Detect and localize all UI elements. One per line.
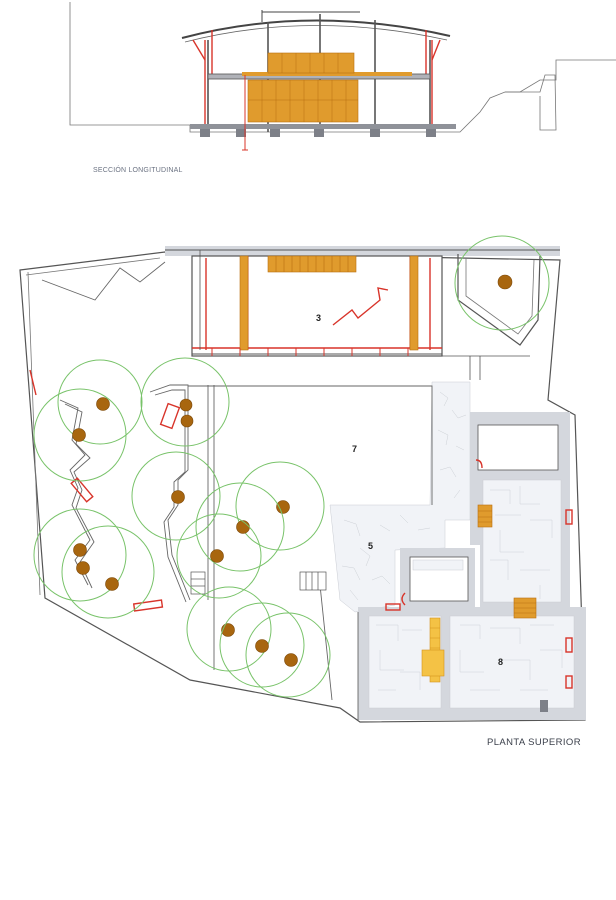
garden-steps [190,571,327,595]
tree [57,359,143,445]
section-base-slab [190,124,456,129]
tree [176,513,262,599]
room-label-7: 7 [352,444,357,454]
tree [454,235,550,331]
room-label-5: 5 [368,541,373,551]
tree [140,357,230,447]
section-title: SECCIÓN LONGITUDINAL [93,165,183,174]
tree [131,451,221,541]
section-roof [181,19,451,39]
tree [245,612,331,698]
garden-benches [29,369,181,612]
tree [61,525,155,619]
floor-plan: 3 7 5 8 PLANTA SUPERIOR [19,235,586,748]
section-red-frame [192,30,441,130]
trees [33,235,550,698]
section-wood-volume-upper [267,52,355,74]
longitudinal-section: SECCIÓN LONGITUDINAL [69,2,616,174]
staircase-room-3 [267,255,357,273]
room-label-3: 3 [316,313,321,323]
tree [186,586,272,672]
room-label-8: 8 [498,657,503,667]
pavilion-right [457,254,541,346]
stone-rooms [357,412,586,720]
plan-title: PLANTA SUPERIOR [487,737,581,748]
tree [235,461,325,551]
room-3-building [165,246,560,380]
tree [33,388,127,482]
tree [195,482,285,572]
section-wood-volume-lower [247,79,359,123]
tree [33,508,127,602]
tree [219,602,305,688]
